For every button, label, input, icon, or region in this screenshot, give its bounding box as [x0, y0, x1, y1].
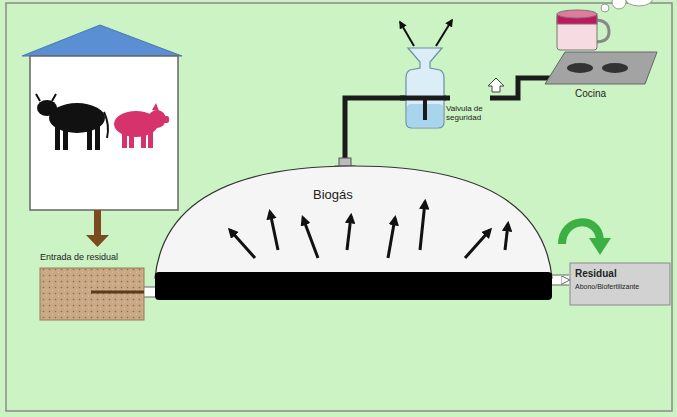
- node-label: Entrada de residual: [40, 252, 144, 262]
- pipe: [490, 78, 535, 98]
- pipe: [144, 288, 155, 297]
- pipe-valve-symbol: [488, 78, 504, 92]
- digester-dome: Biogás: [155, 160, 552, 300]
- safety-valve: Valvula de seguridad: [400, 48, 490, 128]
- pipe-connector: [490, 78, 535, 98]
- pipe-outline: [552, 275, 569, 286]
- digester-dome-shape: [155, 160, 552, 300]
- cow: [36, 94, 108, 150]
- barn: [22, 25, 182, 210]
- waste-inlet: Entrada de residual: [36, 250, 144, 322]
- residual-outlet: ResidualAbono/Biofertilizante: [570, 263, 670, 305]
- node-label: Valvula de seguridad: [446, 104, 490, 122]
- output-arrow: [562, 222, 611, 255]
- pipe-outline: [144, 287, 155, 298]
- pipe-connector: [144, 292, 155, 293]
- node-label: Biogás: [313, 188, 373, 203]
- pipe-connector: [345, 98, 400, 160]
- node-label: Residual: [575, 268, 667, 280]
- stove: Cocina: [535, 2, 660, 106]
- node-sublabel: Abono/Biofertilizante: [575, 283, 667, 291]
- pipe: [345, 98, 400, 160]
- frame: [6, 3, 672, 411]
- pipe: [552, 276, 569, 285]
- node-label: Cocina: [575, 88, 635, 100]
- pipe-connector: [552, 280, 569, 281]
- feed-arrow: [86, 210, 109, 247]
- gas-escape-arrows: [400, 20, 452, 46]
- pig: [114, 103, 169, 148]
